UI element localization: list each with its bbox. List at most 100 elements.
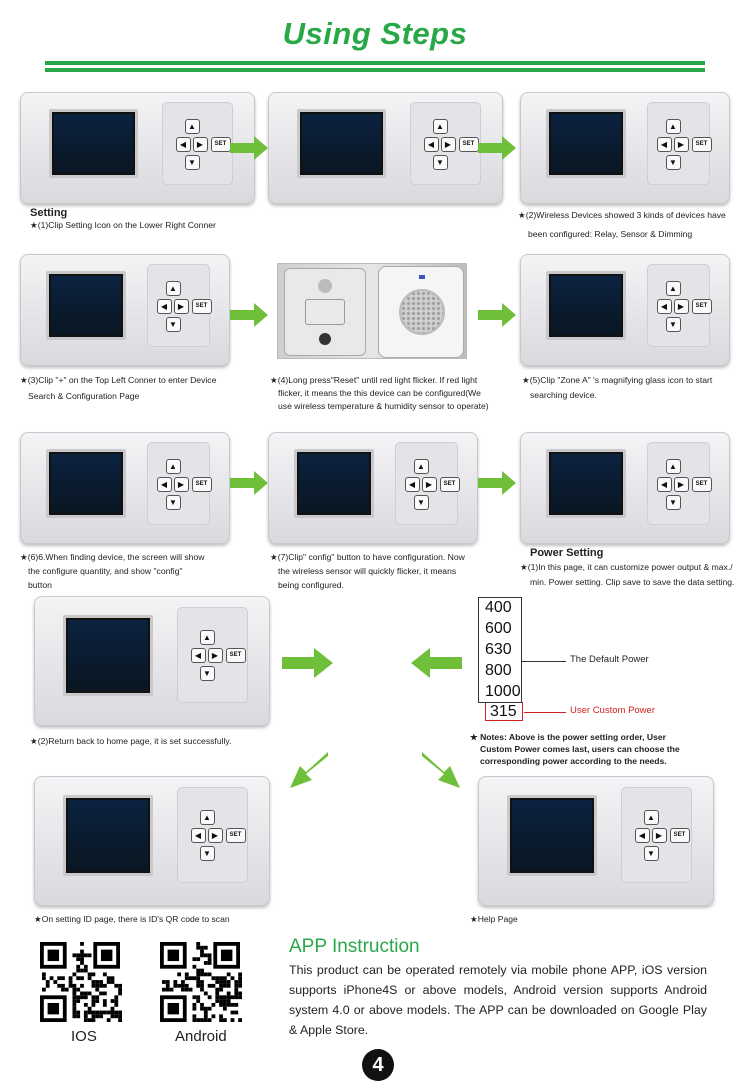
down-button[interactable]: ▼	[165, 494, 181, 510]
lcd-screen[interactable]	[546, 109, 626, 178]
up-button[interactable]: ▲	[665, 280, 681, 296]
up-button[interactable]: ▲	[432, 118, 448, 134]
lcd-screen[interactable]	[297, 109, 386, 178]
left-button[interactable]: ◀	[656, 136, 672, 152]
default-power-label: The Default Power	[570, 654, 649, 665]
caption-power1-line1: ★(1)In this page, it can customize power…	[520, 562, 733, 572]
arrow-right-icon	[478, 303, 516, 327]
section-title-setting: Setting	[30, 207, 68, 219]
set-button[interactable]: SET	[691, 476, 712, 492]
lcd-display	[302, 114, 381, 173]
up-button[interactable]: ▲	[165, 458, 181, 474]
lcd-display	[68, 620, 148, 691]
lcd-screen[interactable]	[294, 449, 374, 518]
up-button[interactable]: ▲	[665, 458, 681, 474]
set-button[interactable]: SET	[210, 136, 231, 152]
sensor-back-image	[284, 268, 366, 356]
arrow-down-right-icon	[422, 752, 460, 788]
right-button[interactable]: ▶	[673, 136, 689, 152]
button-pad: ▲ ◀▶ ▼ SET	[647, 102, 712, 185]
right-button[interactable]: ▶	[207, 828, 223, 843]
arrow-right-icon	[230, 303, 268, 327]
caption-step7-line1: ★(7)Clip" config" button to have configu…	[270, 552, 465, 562]
down-button[interactable]: ▼	[665, 154, 681, 170]
caption-step5-line2: searching device.	[530, 390, 597, 400]
app-instruction-text: This product can be operated remotely vi…	[289, 963, 707, 1037]
right-button[interactable]: ▶	[673, 298, 689, 314]
up-button[interactable]: ▲	[413, 458, 429, 474]
lcd-screen[interactable]	[63, 615, 153, 696]
left-button[interactable]: ◀	[175, 136, 191, 152]
left-button[interactable]: ◀	[156, 476, 172, 492]
caption-step7-line2: the wireless sensor will quickly flicker…	[278, 566, 457, 576]
up-button[interactable]: ▲	[184, 118, 200, 134]
set-button[interactable]: SET	[225, 648, 246, 663]
button-pad: ▲ ◀▶ ▼ SET	[177, 607, 248, 703]
caption-notes-line3: corresponding power according to the nee…	[480, 756, 667, 766]
controller-panel-step11: ▲ ◀▶ ▼ SET	[478, 776, 714, 906]
lcd-display	[512, 800, 592, 871]
caption-step4-line1: ★(4)Long press"Reset" until red light fl…	[270, 375, 478, 385]
default-power-bracket	[478, 597, 522, 703]
lcd-screen[interactable]	[507, 795, 597, 876]
lcd-display	[51, 454, 121, 513]
right-button[interactable]: ▶	[192, 136, 208, 152]
power-value-315: 315	[485, 702, 523, 721]
lcd-screen[interactable]	[546, 449, 626, 518]
left-button[interactable]: ◀	[656, 476, 672, 492]
set-button[interactable]: SET	[669, 828, 690, 843]
lcd-screen[interactable]	[46, 271, 126, 340]
caption-step6-line3: button	[28, 580, 52, 590]
right-button[interactable]: ▶	[673, 476, 689, 492]
down-button[interactable]: ▼	[199, 846, 215, 861]
power-value-1000: 1000	[485, 683, 521, 700]
up-button[interactable]: ▲	[199, 630, 215, 645]
arrow-right-icon	[230, 471, 268, 495]
lcd-screen[interactable]	[63, 795, 153, 876]
set-button[interactable]: SET	[225, 828, 246, 843]
left-button[interactable]: ◀	[404, 476, 420, 492]
right-button[interactable]: ▶	[173, 476, 189, 492]
set-button[interactable]: SET	[439, 476, 460, 492]
custom-power-pointer	[524, 712, 566, 713]
left-button[interactable]: ◀	[634, 828, 650, 843]
down-button[interactable]: ▼	[184, 154, 200, 170]
down-button[interactable]: ▼	[432, 154, 448, 170]
lcd-display	[51, 276, 121, 335]
lcd-screen[interactable]	[546, 271, 626, 340]
up-button[interactable]: ▲	[199, 810, 215, 825]
right-button[interactable]: ▶	[173, 298, 189, 314]
left-button[interactable]: ◀	[156, 298, 172, 314]
lcd-screen[interactable]	[49, 109, 138, 178]
left-button[interactable]: ◀	[656, 298, 672, 314]
down-button[interactable]: ▼	[199, 666, 215, 681]
ios-qr-code[interactable]	[40, 942, 124, 1022]
lcd-screen[interactable]	[46, 449, 126, 518]
arrow-right-icon	[230, 136, 268, 160]
down-button[interactable]: ▼	[643, 846, 659, 861]
set-button[interactable]: SET	[191, 476, 212, 492]
controller-panel-step5: ▲ ◀▶ ▼ SET	[520, 254, 730, 366]
right-button[interactable]: ▶	[421, 476, 437, 492]
right-button[interactable]: ▶	[207, 648, 223, 663]
set-button[interactable]: SET	[691, 298, 712, 314]
up-button[interactable]: ▲	[665, 118, 681, 134]
down-button[interactable]: ▼	[165, 316, 181, 332]
down-button[interactable]: ▼	[413, 494, 429, 510]
title-underline-top	[45, 61, 705, 65]
left-button[interactable]: ◀	[190, 828, 206, 843]
set-button[interactable]: SET	[691, 136, 712, 152]
android-qr-code[interactable]	[160, 942, 244, 1022]
up-button[interactable]: ▲	[643, 810, 659, 825]
down-button[interactable]: ▼	[665, 316, 681, 332]
button-pad: ▲ ◀▶ ▼ SET	[177, 787, 248, 883]
right-button[interactable]: ▶	[651, 828, 667, 843]
button-pad: ▲ ◀▶ ▼ SET	[147, 264, 212, 347]
set-button[interactable]: SET	[191, 298, 212, 314]
caption-notes-line1: ★ Notes: Above is the power setting orde…	[470, 732, 667, 742]
up-button[interactable]: ▲	[165, 280, 181, 296]
left-button[interactable]: ◀	[190, 648, 206, 663]
down-button[interactable]: ▼	[665, 494, 681, 510]
right-button[interactable]: ▶	[440, 136, 456, 152]
left-button[interactable]: ◀	[423, 136, 439, 152]
